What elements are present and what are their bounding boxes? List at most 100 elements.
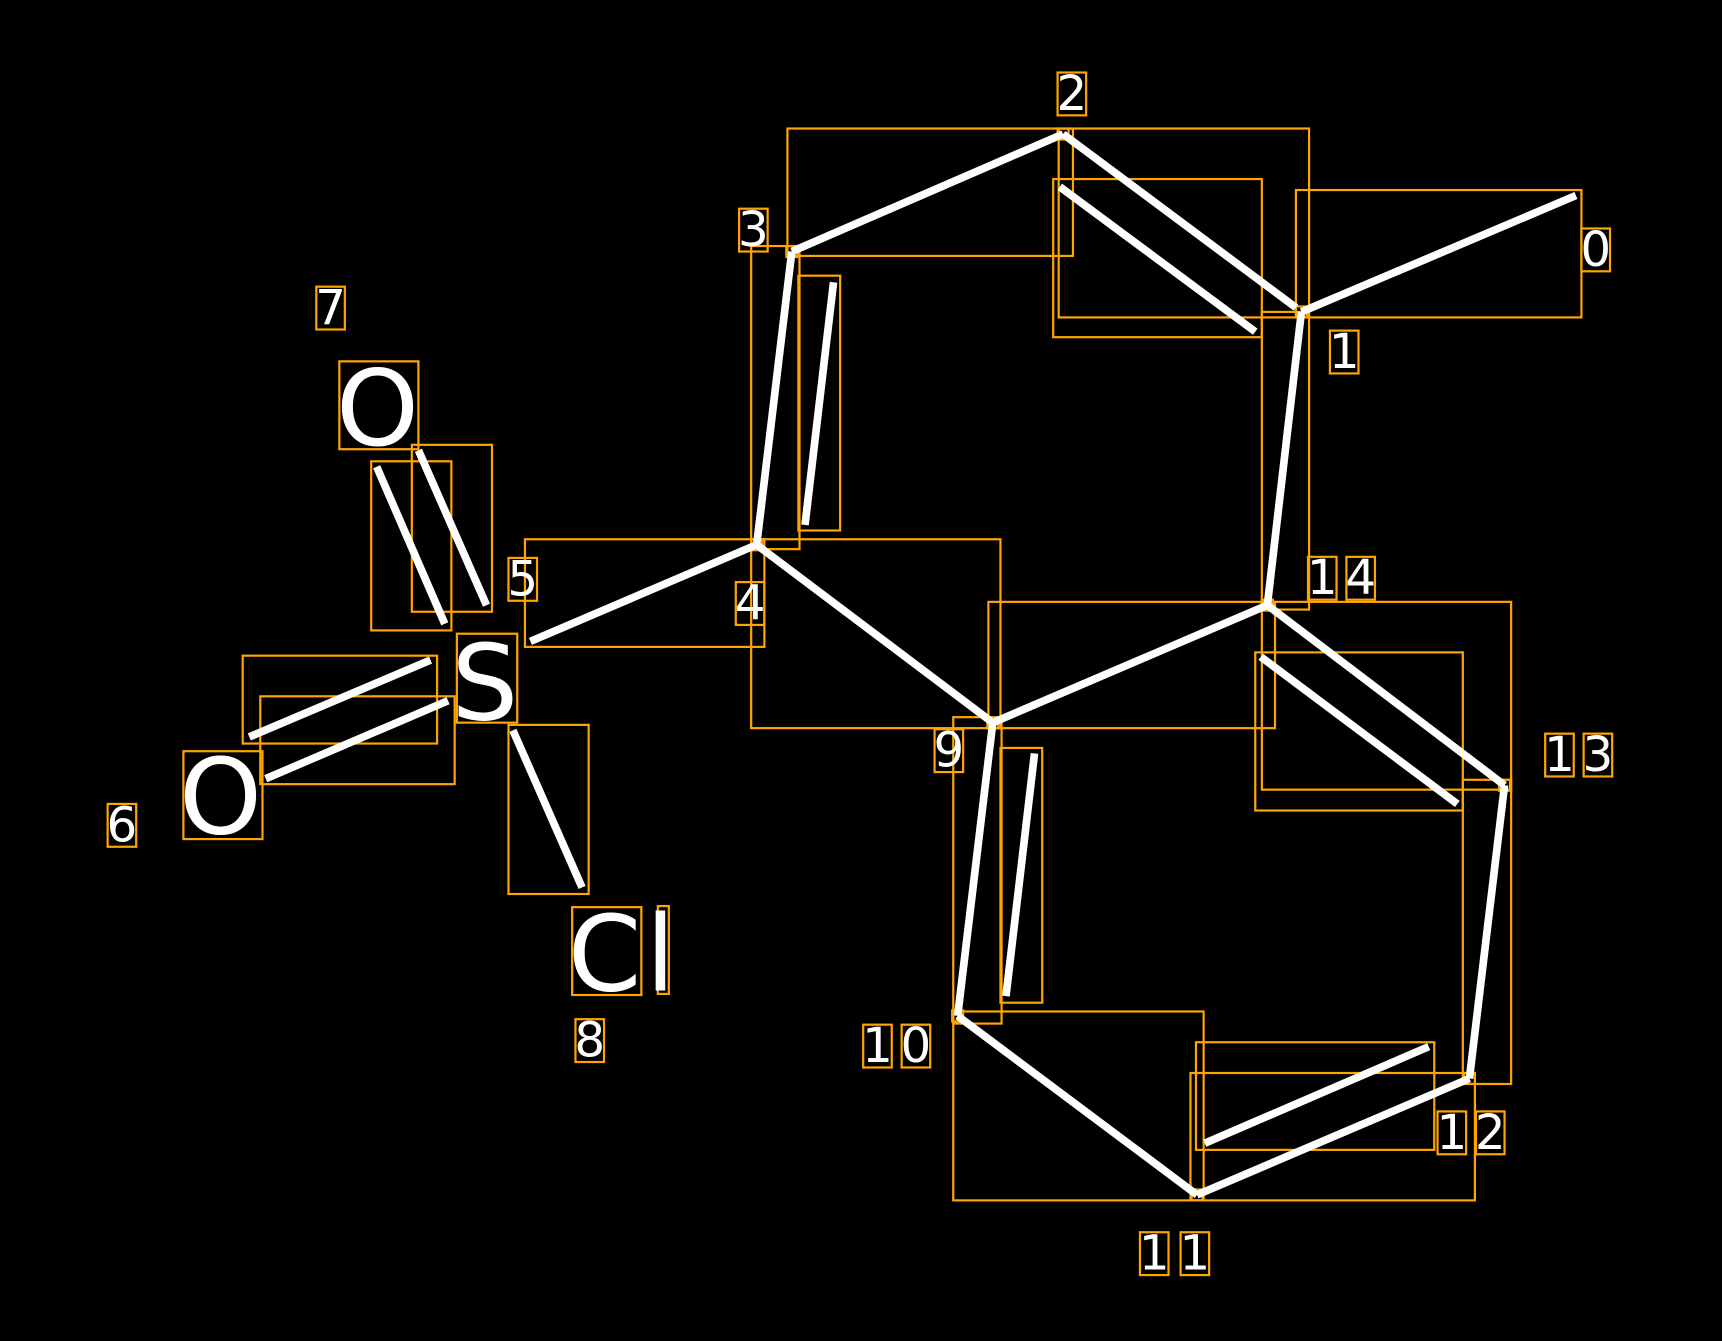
atom-index-9: 9 (933, 723, 965, 779)
index-digit: 1 (1544, 727, 1575, 783)
index-digit-box (933, 728, 965, 774)
atom-index-0: 0 (1580, 222, 1612, 278)
atom-label-s5: S (451, 621, 518, 744)
atom-index-7: 7 (315, 280, 346, 336)
atom-index-3: 3 (738, 202, 769, 258)
index-digit-box (1179, 1231, 1211, 1277)
index-digit: 2 (1056, 66, 1087, 122)
bond-11-10 (955, 1012, 1200, 1198)
bond-4-9 (754, 541, 996, 726)
index-digit: 1 (1139, 1226, 1170, 1282)
bond-5-6-a (247, 656, 433, 741)
bounding-box (1461, 778, 1513, 1086)
index-digit: 5 (507, 551, 538, 607)
index-digit: 3 (738, 202, 769, 258)
atom-index-8: 8 (574, 1013, 605, 1069)
index-digit: 0 (901, 1018, 932, 1074)
bounding-box (750, 538, 1002, 730)
bond-12-11 (1195, 1074, 1471, 1199)
index-digit-box (734, 580, 766, 627)
atom-index-1: 1 (1329, 324, 1360, 380)
bounding-box (259, 695, 456, 786)
index-digit-box (315, 285, 346, 331)
index-digit-box (900, 1023, 932, 1069)
index-digit-box (1306, 555, 1338, 601)
atom-index-4: 4 (734, 575, 766, 631)
bond-13-12 (1465, 784, 1509, 1079)
bounding-box (797, 274, 842, 532)
bond-5-8 (509, 728, 586, 889)
bounding-box (1254, 651, 1464, 812)
index-digit-box (574, 1018, 606, 1064)
index-digit-box (1436, 1110, 1468, 1156)
bond-3-4 (752, 251, 796, 546)
bond-5-7-b (414, 448, 491, 607)
bonds (247, 130, 1578, 1199)
atom-label-o6: O (179, 736, 262, 859)
bond-5-6-b (264, 697, 450, 783)
index-digit-box (1138, 1231, 1170, 1277)
index-digit-box (738, 207, 769, 253)
bounding-box (1260, 310, 1311, 611)
index-digit-box (507, 556, 539, 602)
bounding-box (656, 904, 670, 996)
bounding-box (182, 750, 264, 841)
index-digit-box (1474, 1110, 1506, 1156)
atom-index-5: 5 (507, 551, 539, 607)
bounding-box (1052, 177, 1263, 339)
atom-index-2: 2 (1056, 66, 1087, 122)
bounding-box (410, 443, 494, 613)
bond-5-7-a (373, 465, 449, 626)
bounding-boxes (182, 127, 1583, 1202)
bounding-box (571, 906, 643, 997)
index-digit: 1 (1329, 324, 1360, 380)
bond-0-1 (1299, 191, 1578, 316)
index-digit: 1 (862, 1018, 893, 1074)
bond-3-4-inner (801, 281, 838, 526)
bond-14-13 (1265, 602, 1507, 789)
bond-10-9-inner (1002, 752, 1039, 997)
bond-14-13-inner (1258, 653, 1460, 808)
bounding-box (1260, 600, 1513, 791)
bounding-box (338, 360, 420, 451)
index-digit: 2 (1475, 1105, 1506, 1161)
index-digit-box (1328, 329, 1360, 375)
index-digit: 6 (107, 797, 138, 853)
index-digit-box (1580, 227, 1612, 273)
bond-1-2 (1060, 130, 1299, 311)
index-digit: 1 (1179, 1226, 1210, 1282)
bounding-box (1057, 127, 1311, 319)
index-digit-box (106, 802, 138, 848)
index-digit: 1 (1307, 550, 1338, 606)
bond-1-2-inner (1057, 183, 1258, 335)
index-digit: 4 (1345, 550, 1376, 606)
index-digit: 7 (315, 280, 346, 336)
bond-2-3 (790, 130, 1065, 256)
index-digit: 3 (1583, 727, 1614, 783)
bounding-box (999, 746, 1044, 1004)
index-digit: 1 (1436, 1105, 1467, 1161)
atom-label-o7: O (336, 347, 419, 470)
index-digit-box (862, 1023, 893, 1069)
bond-9-14 (991, 601, 1269, 727)
index-digit: 9 (933, 723, 964, 779)
bond-10-9 (953, 722, 997, 1017)
index-digit-box (1056, 71, 1088, 117)
index-digit-box (1582, 732, 1614, 778)
bond-4-5 (528, 541, 759, 645)
bounding-box (455, 632, 519, 724)
atom-index-6: 6 (106, 797, 138, 853)
index-digit-box (1544, 732, 1575, 778)
bounding-box (507, 723, 590, 896)
index-digit: 8 (574, 1013, 605, 1069)
bond-14-1 (1263, 311, 1306, 606)
bounding-box (952, 1010, 1205, 1202)
index-digit-box (1345, 555, 1377, 601)
